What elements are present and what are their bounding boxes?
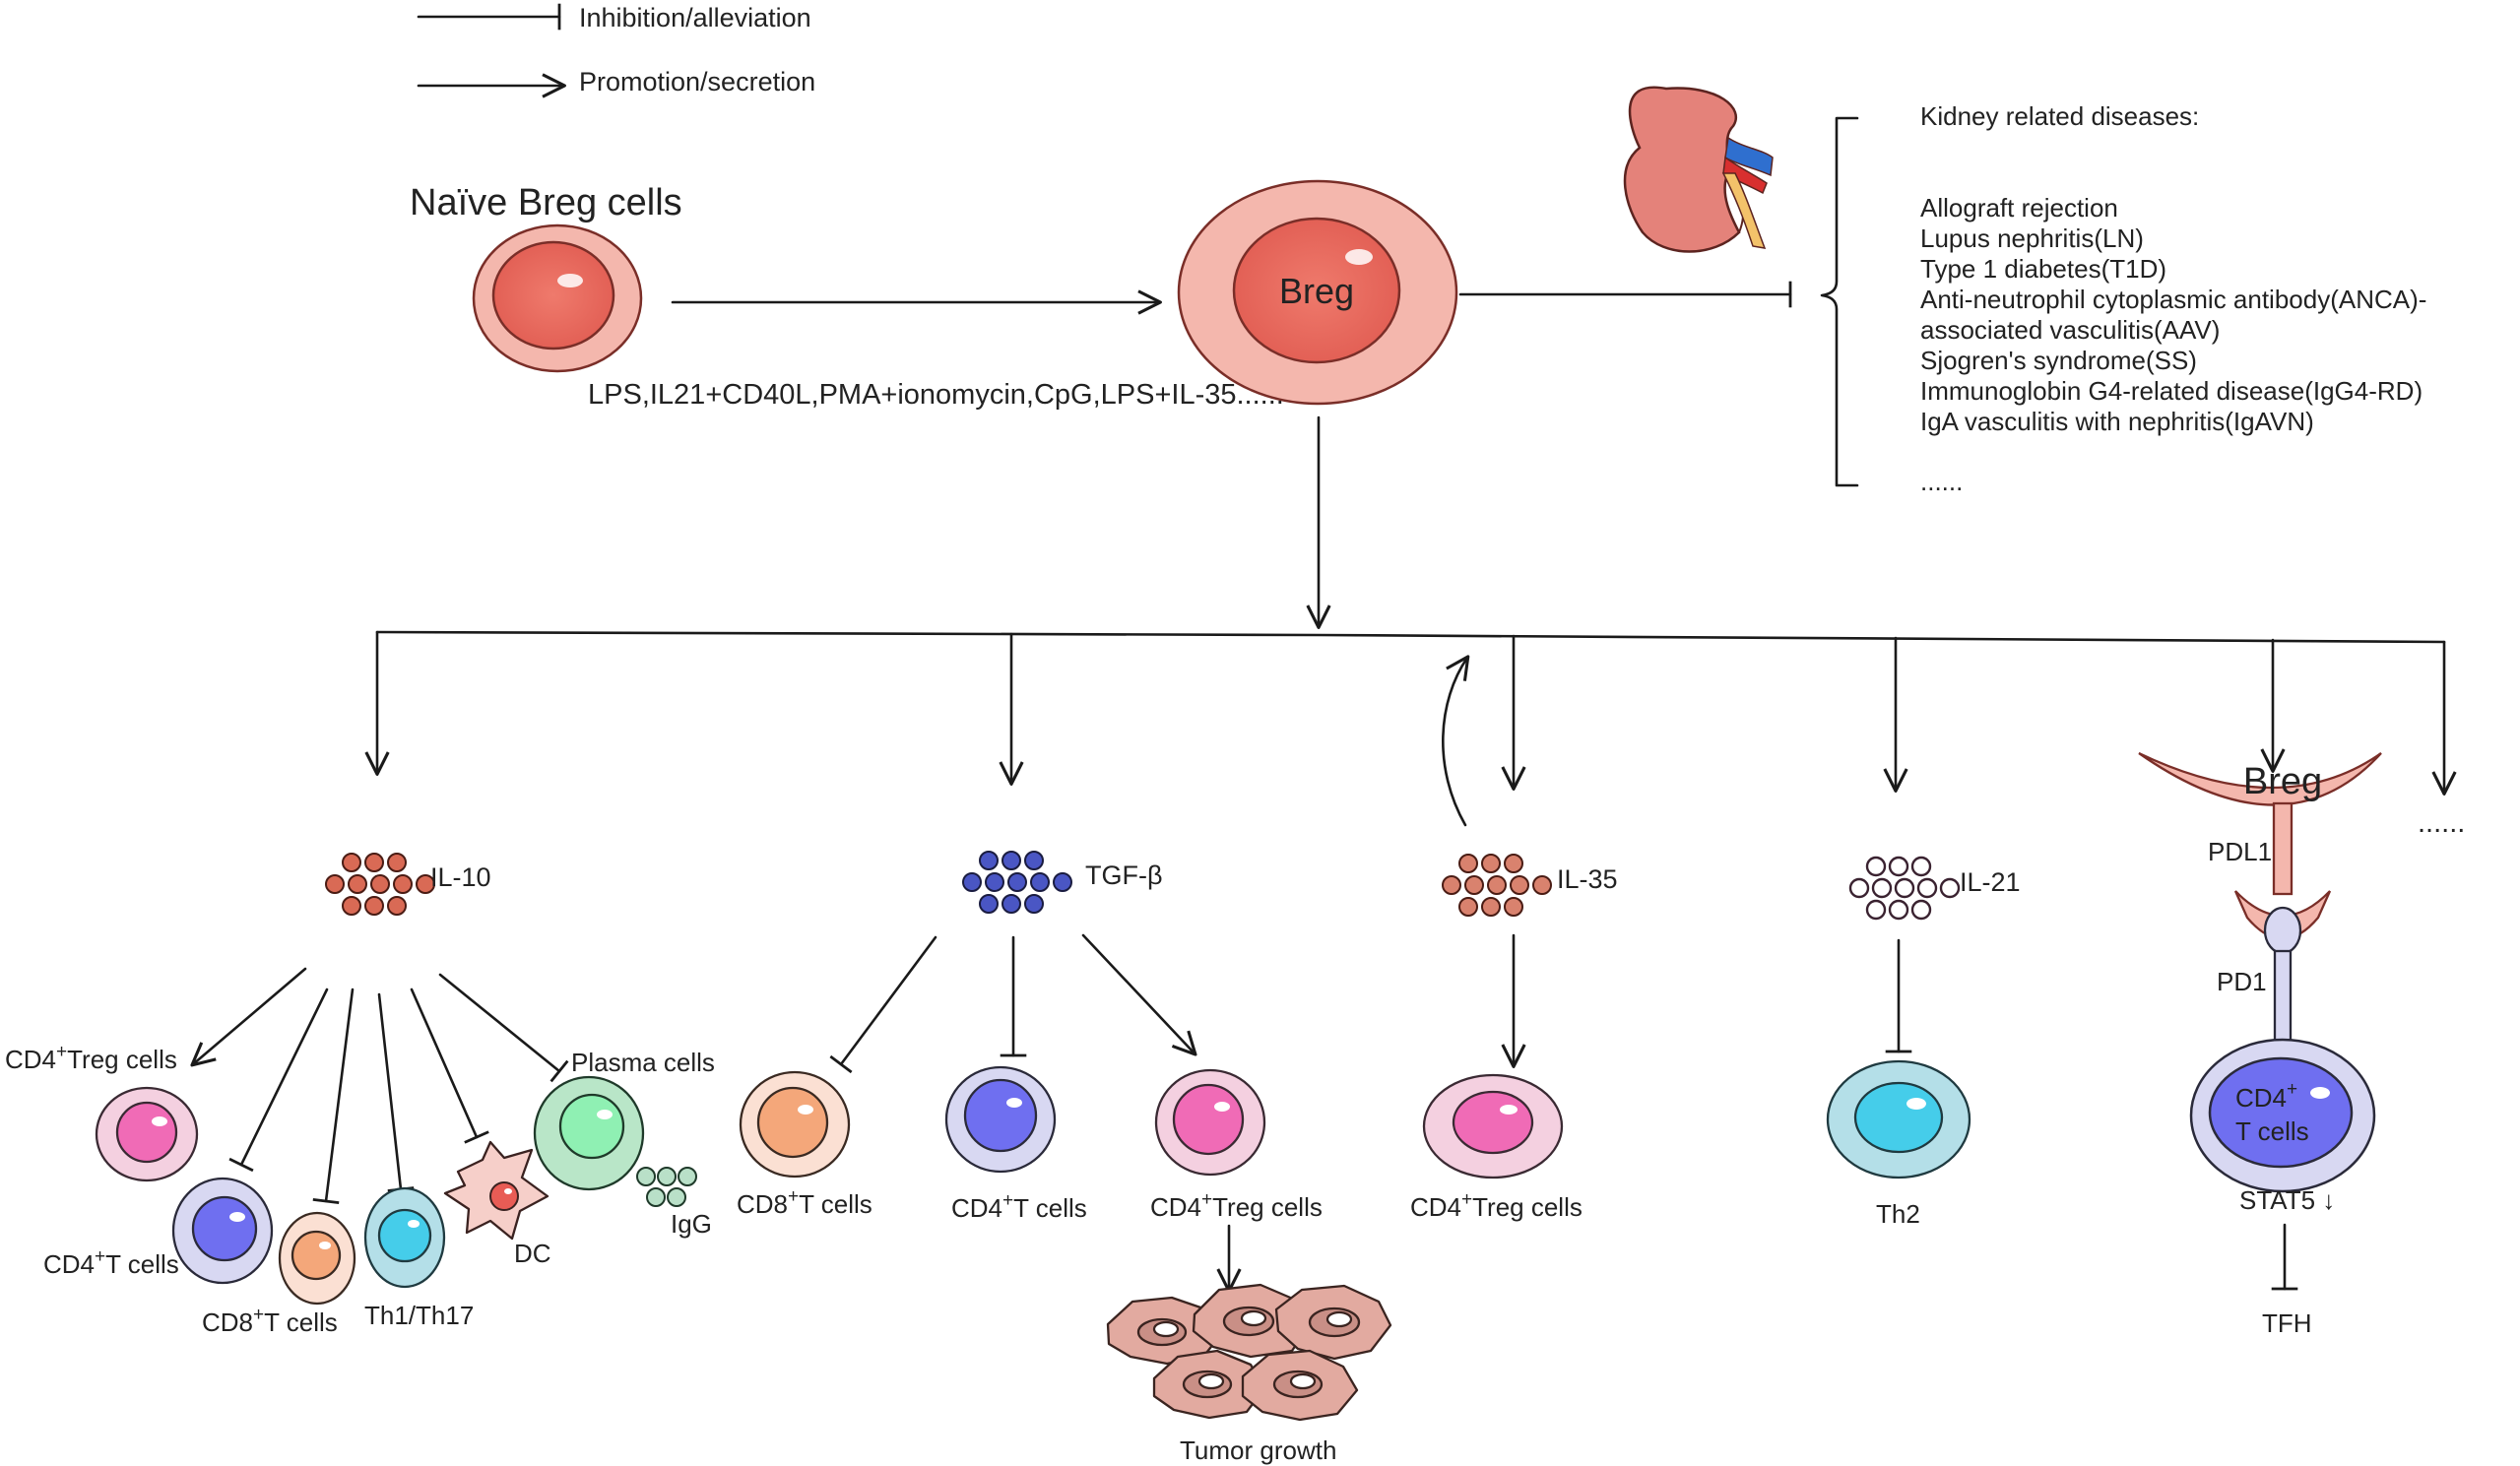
il10-promotes-treg bbox=[190, 967, 307, 1067]
il10-th-cell bbox=[363, 1186, 446, 1289]
disease-brace bbox=[1820, 116, 1859, 487]
pd1-receptor bbox=[2263, 906, 2302, 1048]
il10-inhibits-cd4 bbox=[228, 988, 329, 1173]
pd1-cell-label-line2: T cells bbox=[2235, 1116, 2309, 1146]
disease-header: Kidney related diseases: bbox=[1920, 101, 2199, 131]
il10-cd8-cell bbox=[278, 1211, 356, 1306]
tumor-cells bbox=[1106, 1283, 1392, 1422]
il10-cluster: IL-10 bbox=[325, 853, 491, 916]
th2-cell bbox=[1826, 1059, 1971, 1179]
naive-breg-cell bbox=[472, 223, 643, 373]
legend-promotion-label: Promotion/secretion bbox=[579, 67, 815, 96]
il35-label: IL-35 bbox=[1557, 864, 1618, 894]
il10-treg-label: CD4+Treg cells bbox=[5, 1042, 177, 1074]
il35-feedback-arrow bbox=[1442, 655, 1470, 827]
pd1-cd4-cell: CD4+ T cells bbox=[2189, 1038, 2376, 1193]
plasma-label: Plasma cells bbox=[571, 1048, 715, 1077]
plasma-cell bbox=[533, 1075, 645, 1191]
il10-inhibits-dc bbox=[410, 988, 489, 1144]
breg-label: Breg bbox=[1279, 271, 1354, 311]
il35-cluster: IL-35 bbox=[1442, 854, 1618, 917]
il21-label: IL-21 bbox=[1960, 867, 2021, 897]
disease-item: Immunoglobin G4-related disease(IgG4-RD) bbox=[1920, 376, 2423, 406]
tgfb-cd4-cell bbox=[944, 1065, 1057, 1174]
disease-item: Lupus nephritis(LN) bbox=[1920, 223, 2144, 253]
il35-treg-cell bbox=[1422, 1073, 1564, 1179]
il10-label: IL-10 bbox=[430, 862, 491, 892]
disease-item: associated vasculitis(AAV) bbox=[1920, 315, 2220, 345]
tgfb-cd8-cell bbox=[739, 1070, 851, 1179]
il10-cd4-cell bbox=[171, 1177, 274, 1285]
disease-item: Sjogren's syndrome(SS) bbox=[1920, 346, 2197, 375]
il35-treg-label: CD4+Treg cells bbox=[1410, 1189, 1583, 1222]
il10-inhibits-plasma bbox=[438, 973, 569, 1083]
il10-cd8-label: CD8+T cells bbox=[202, 1305, 338, 1337]
il10-th-label: Th1/Th17 bbox=[364, 1301, 474, 1330]
igg-label: IgG bbox=[671, 1209, 712, 1239]
disease-item: Anti-neutrophil cytoplasmic antibody(ANC… bbox=[1920, 285, 2426, 314]
igg-dots bbox=[636, 1167, 697, 1207]
pdl1-label: PDL1 bbox=[2208, 837, 2272, 866]
tgfb-inhibits-cd8 bbox=[829, 935, 937, 1074]
disease-item: IgA vasculitis with nephritis(IgAVN) bbox=[1920, 407, 2314, 436]
il21-cluster: IL-21 bbox=[1848, 856, 2021, 921]
disease-item: Allograft rejection bbox=[1920, 193, 2118, 223]
more-branches: ...... bbox=[2418, 807, 2465, 839]
tgfb-cd4-label: CD4+T cells bbox=[951, 1190, 1087, 1223]
kidney-icon bbox=[1623, 86, 1774, 253]
tgfb-promotes-treg bbox=[1081, 933, 1197, 1056]
breg-cell: Breg bbox=[1177, 179, 1458, 406]
pd1-cell-label-line1: CD4+ bbox=[2235, 1079, 2297, 1113]
th2-label: Th2 bbox=[1876, 1199, 1920, 1229]
il10-inhibits-cd8 bbox=[312, 988, 355, 1205]
tumor-label: Tumor growth bbox=[1180, 1435, 1336, 1465]
pd1-breg-label: Breg bbox=[2243, 761, 2322, 802]
tgfb-label: TGF-β bbox=[1085, 860, 1163, 890]
tgfb-treg-cell bbox=[1154, 1068, 1266, 1177]
il10-treg-cell bbox=[95, 1086, 199, 1182]
tfh-label: TFH bbox=[2262, 1308, 2312, 1338]
disease-item: ...... bbox=[1920, 467, 1963, 496]
dendritic-cell bbox=[443, 1140, 549, 1241]
legend: Inhibition/alleviation Promotion/secreti… bbox=[417, 3, 815, 98]
disease-item: Type 1 diabetes(T1D) bbox=[1920, 254, 2166, 284]
il10-inhibits-th bbox=[377, 992, 415, 1192]
naive-breg-title: Naïve Breg cells bbox=[410, 182, 682, 223]
tgfb-treg-label: CD4+Treg cells bbox=[1150, 1189, 1323, 1222]
tgfb-cd8-label: CD8+T cells bbox=[737, 1186, 872, 1219]
legend-inhibition-label: Inhibition/alleviation bbox=[579, 3, 811, 32]
tgfb-cluster: TGF-β bbox=[962, 851, 1163, 914]
dc-label: DC bbox=[514, 1239, 551, 1268]
disease-list: Kidney related diseases: Allograft rejec… bbox=[1920, 101, 2426, 496]
pd1-label: PD1 bbox=[2217, 967, 2267, 996]
stat5-label: STAT5 ↓ bbox=[2239, 1185, 2335, 1215]
breg-membrane bbox=[2138, 751, 2382, 806]
il10-cd4-label: CD4+T cells bbox=[43, 1246, 179, 1279]
branch-bar bbox=[375, 630, 2446, 644]
stimuli-text: LPS,IL21+CD40L,PMA+ionomycin,CpG,LPS+IL-… bbox=[588, 379, 1284, 411]
